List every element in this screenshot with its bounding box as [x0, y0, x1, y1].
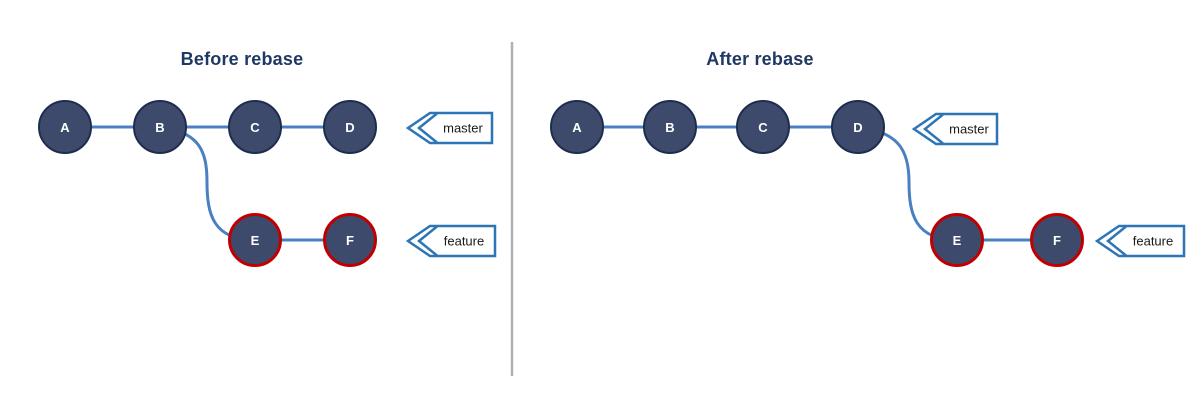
commit-node-d-before: D: [323, 100, 377, 154]
branch-tag-master-after: master: [911, 112, 999, 146]
commit-label: F: [346, 232, 354, 248]
commit-label: C: [250, 119, 260, 135]
commit-label: A: [572, 119, 582, 135]
commit-node-a-before: A: [38, 100, 92, 154]
commit-node-f-after: F: [1030, 213, 1084, 267]
commit-node-c-after: C: [736, 100, 790, 154]
commit-node-e-before: E: [228, 213, 282, 267]
left-arrow-icon: [417, 112, 438, 144]
branch-tag-master-before: master: [405, 111, 494, 145]
left-arrow-icon: [417, 225, 438, 257]
branch-tag-label: feature: [444, 234, 484, 249]
commit-label: F: [1053, 232, 1061, 248]
commit-label: D: [853, 119, 863, 135]
commit-label: E: [952, 232, 962, 248]
commit-node-f-before: F: [323, 213, 377, 267]
branch-tag-feature-before: feature: [405, 224, 497, 258]
commit-node-c-before: C: [228, 100, 282, 154]
left-arrow-icon: [1106, 225, 1127, 257]
commit-label: C: [758, 119, 768, 135]
branch-tag-feature-after: feature: [1094, 224, 1186, 258]
commit-node-e-after: E: [930, 213, 984, 267]
left-arrow-icon: [923, 113, 944, 145]
commit-label: E: [250, 232, 260, 248]
commit-label: B: [665, 119, 675, 135]
commit-label: D: [345, 119, 355, 135]
edge-b-e-branch-curve-before: [158, 125, 257, 242]
commit-node-d-after: D: [831, 100, 885, 154]
commit-node-b-before: B: [133, 100, 187, 154]
commit-node-b-after: B: [643, 100, 697, 154]
branch-tag-label: master: [949, 122, 989, 137]
commit-label: B: [155, 119, 165, 135]
commit-label: A: [60, 119, 70, 135]
edge-d-e-branch-curve-after: [856, 125, 959, 242]
commit-node-a-after: A: [550, 100, 604, 154]
branch-tag-label: feature: [1133, 234, 1173, 249]
branch-tag-label: master: [443, 121, 483, 136]
panel-title-before: Before rebase: [180, 49, 304, 69]
panel-title-after: After rebase: [706, 49, 814, 69]
